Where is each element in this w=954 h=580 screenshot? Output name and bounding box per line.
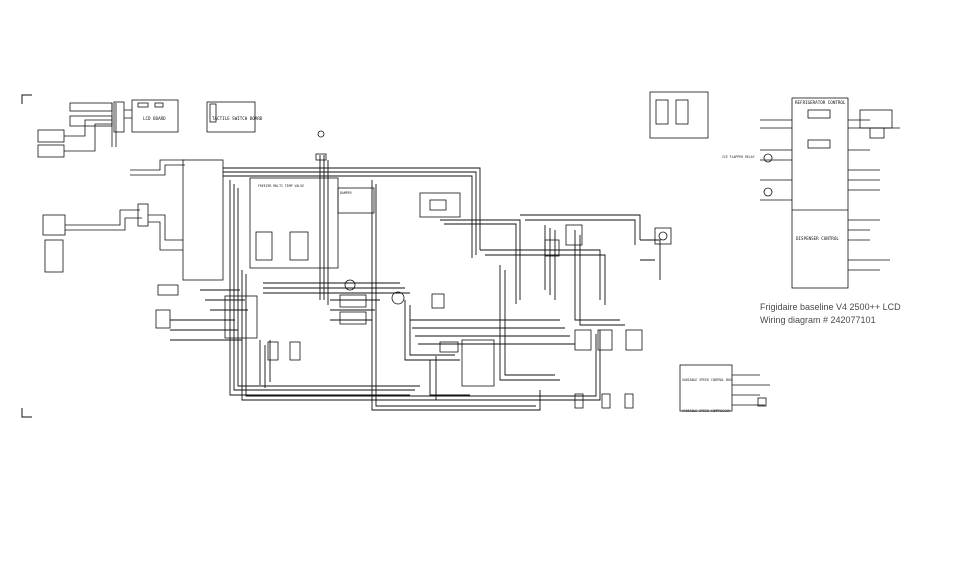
- freezer-valve-label: FREEZER MULTI TEMP VALVE: [258, 184, 304, 188]
- variable-speed-control-box: [679, 364, 770, 412]
- control-box-label: VARIABLE SPEED CONTROL BOX: [682, 378, 732, 382]
- main-frames: [182, 159, 461, 281]
- diagram-number: Wiring diagram # 242077101: [760, 315, 876, 325]
- diagram-title: Frigidaire baseline V4 2500++ LCD: [760, 302, 901, 312]
- variable-speed-compressor-label: VARIABLE SPEED COMPRESSOR: [682, 409, 730, 413]
- refrigerator-control-label: REFRIGERATOR CONTROL: [795, 100, 846, 105]
- damper-label: DAMPER: [340, 191, 352, 195]
- flapper-inset: [649, 91, 709, 139]
- lcd-board-label: LCD BOARD: [143, 116, 166, 121]
- corner-marks: [21, 94, 32, 418]
- ice-flapper-relay-label: ICE FLAPPER RELAY: [722, 155, 755, 159]
- tactile-board-label: TACTILE SWITCH BOARD: [212, 116, 263, 121]
- top-left-harness: [37, 101, 132, 158]
- components: [155, 130, 672, 409]
- component-labels: LCD BOARD TACTILE SWITCH BOARD REFRIGERA…: [143, 100, 846, 413]
- lcd-board: [131, 99, 179, 133]
- dispenser-control-label: DISPENSER CONTROL: [796, 236, 839, 241]
- tactile-switch-board: [206, 101, 256, 133]
- left-harness: [42, 159, 185, 273]
- refrigerator-control: [760, 97, 900, 289]
- wiring-trunks: [170, 155, 661, 411]
